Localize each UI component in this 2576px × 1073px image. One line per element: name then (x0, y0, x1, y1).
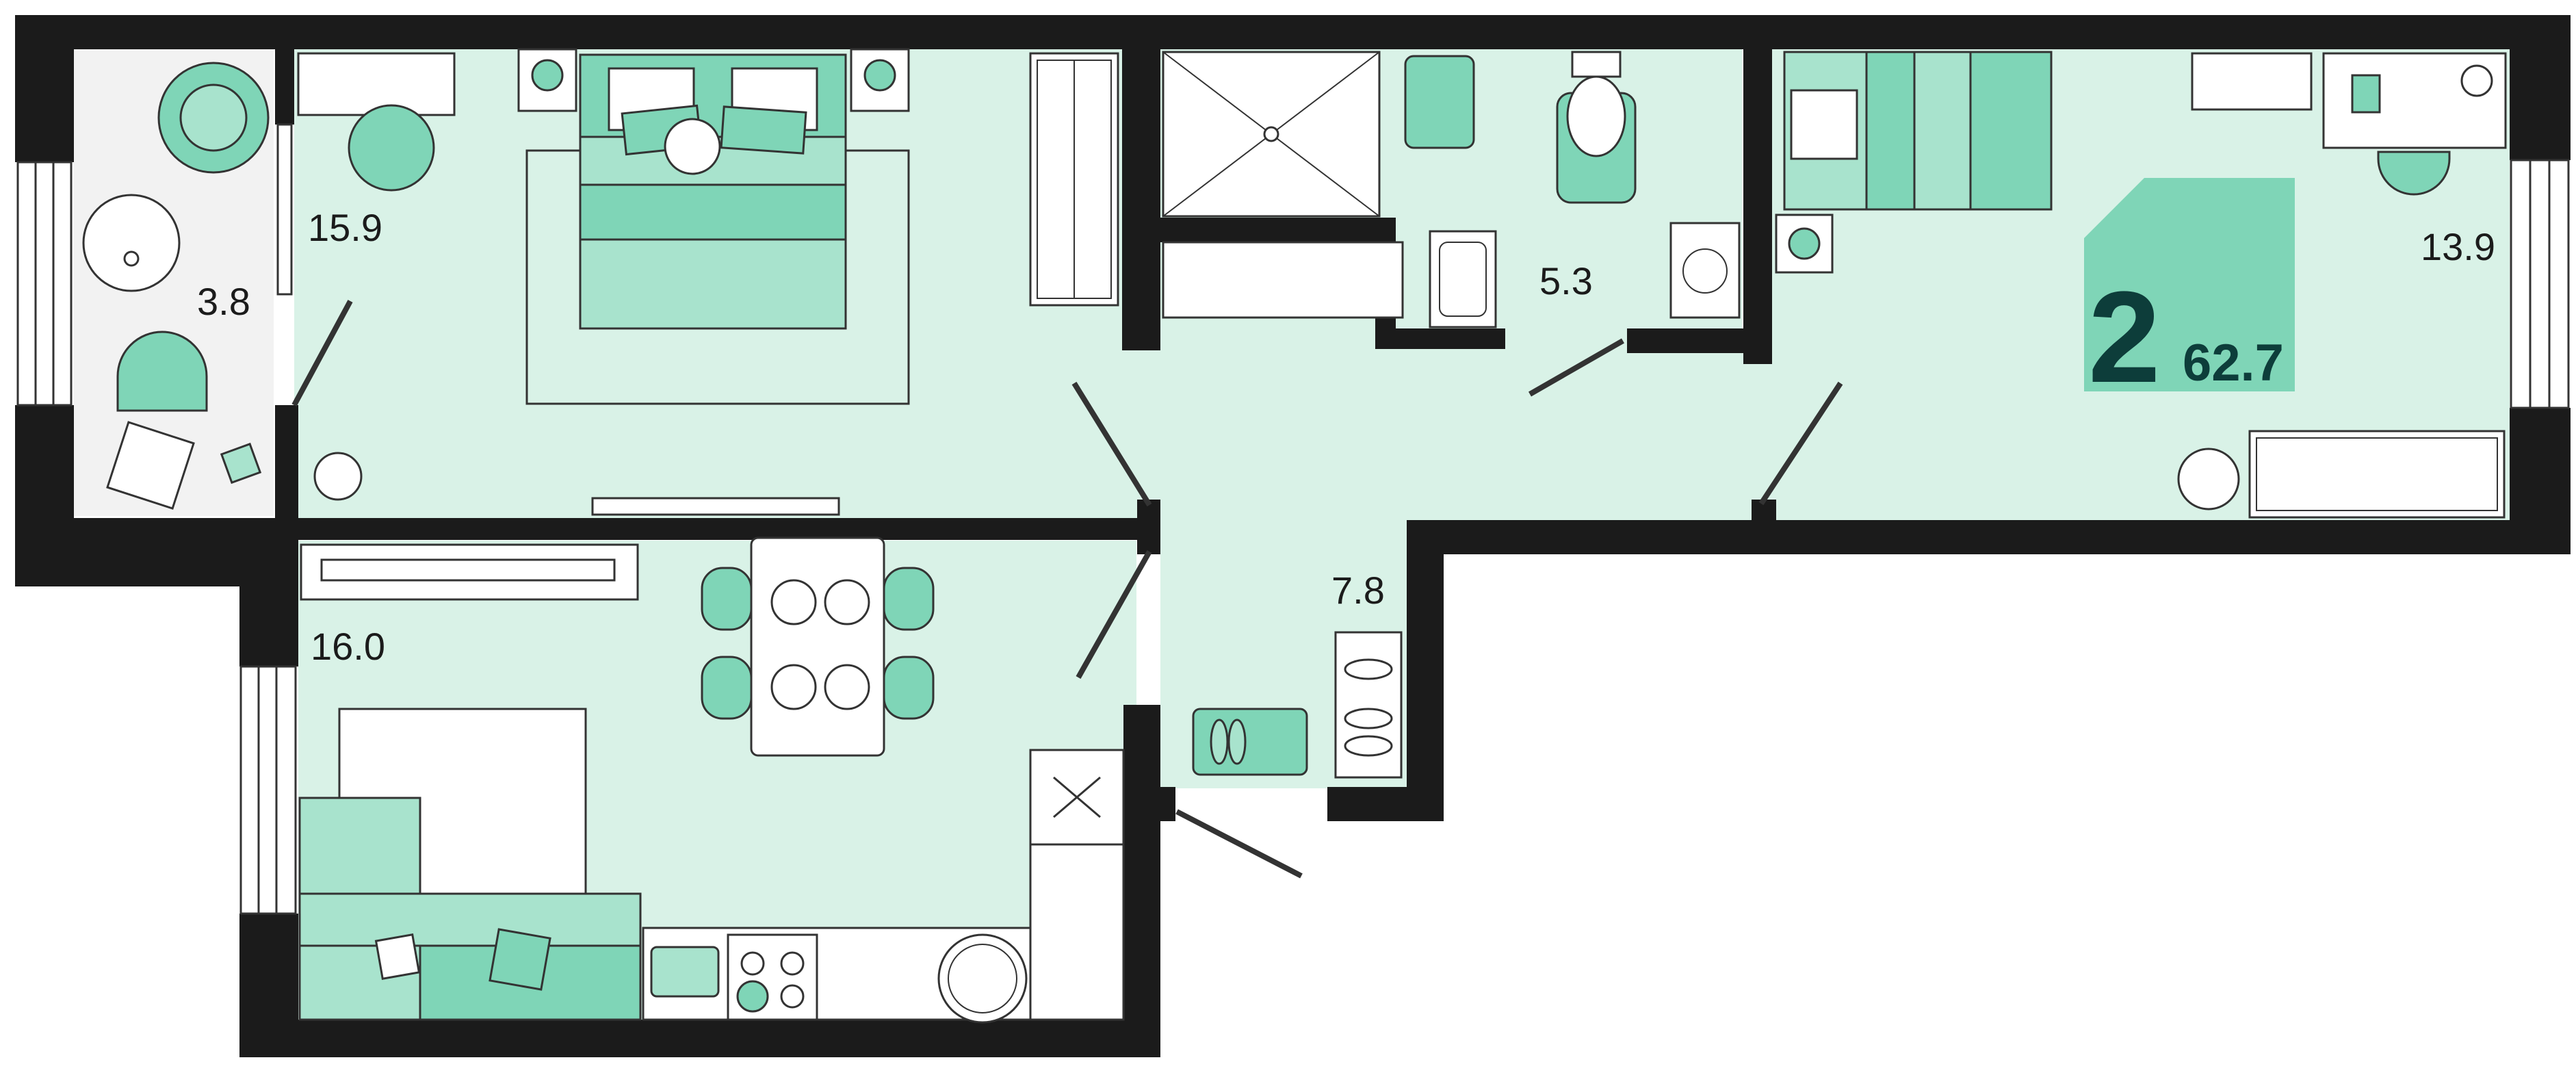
wall-bath-bottom-b (1627, 328, 1764, 353)
slipper-icon (1210, 719, 1229, 765)
pan-icon (736, 980, 769, 1013)
dining-chair (701, 567, 753, 631)
wall-balcony-right-bottom (275, 405, 298, 521)
wall-left-top (15, 15, 74, 162)
bath-mat (1404, 55, 1475, 149)
bookshelf (2191, 52, 2313, 111)
room2-window (2510, 159, 2570, 409)
balcony-chair-bottom (116, 331, 208, 412)
sofa-pillow-right (489, 928, 551, 991)
desk-plant-icon (2460, 64, 2493, 97)
desk-chair (2377, 151, 2451, 196)
wall-bath-inner (1160, 218, 1393, 242)
room2-nightstand (1775, 214, 1834, 274)
badge-total-area: 62.7 (2183, 334, 2284, 392)
book-icon (2351, 74, 2381, 114)
second-room (1758, 51, 2507, 519)
bedroom-stool (348, 104, 435, 192)
wall-hall-bottom-right (1327, 787, 1444, 821)
bedroom-plant-icon (313, 452, 363, 501)
room2-plant-icon (2177, 448, 2240, 510)
wall-room2-right-top (2510, 15, 2571, 160)
wall-top (15, 15, 2571, 49)
wall-hall-right-top (1407, 520, 1776, 554)
wall-living-right-lower (1123, 705, 1160, 1057)
bedroom-radiator (591, 497, 840, 516)
apartment-badge: 2 62.7 (2084, 178, 2295, 410)
wall-balcony-right-top (275, 49, 294, 125)
room2-wardrobe (2248, 430, 2506, 519)
toilet-bowl (1566, 75, 1626, 157)
wall-bath-bottom-a (1375, 328, 1505, 349)
hallway-floor (1136, 328, 1772, 521)
balcony-window (16, 161, 73, 406)
balcony-door-glass (276, 123, 293, 296)
living-window (239, 665, 297, 915)
living-kitchen-area-label: 16.0 (311, 625, 385, 668)
room2-door (1758, 381, 1843, 506)
wall-hall-door-stub (1137, 787, 1175, 821)
cutting-board (650, 946, 720, 998)
balcony (82, 62, 270, 510)
wall-hall-stub (1137, 500, 1160, 554)
bedroom-door (291, 300, 353, 406)
wall-bed-living (275, 518, 1158, 540)
bathroom (1162, 51, 1741, 397)
bath-shelf (1162, 241, 1404, 319)
windows (16, 123, 2570, 915)
balcony-box (106, 421, 195, 510)
bathroom-door (1528, 338, 1624, 397)
entrance-door (1175, 809, 1303, 879)
bathroom-area-label: 5.3 (1539, 259, 1593, 302)
balcony-area-label: 3.8 (197, 280, 250, 323)
bouquet-icon (664, 118, 721, 175)
area-labels: 3.8 15.9 5.3 13.9 7.8 16.0 (197, 206, 2495, 668)
tv-screen (320, 558, 616, 582)
sofa-pillow-left (374, 933, 421, 981)
toilet-tank (1571, 51, 1622, 78)
wall-bath-room2 (1743, 49, 1772, 364)
badge-room-count: 2 (2088, 265, 2161, 410)
badge-background (2084, 178, 2295, 391)
balcony-table (82, 194, 181, 292)
walls (15, 15, 2571, 1057)
hallway (1076, 550, 1403, 879)
wall-living-bottom (239, 1020, 1160, 1057)
hallway-area-label: 7.8 (1331, 569, 1385, 612)
wall-hall-right (1407, 520, 1444, 821)
bedroom-hall-door (1071, 381, 1152, 507)
living-kitchen (298, 536, 1125, 1024)
bedroom-area-label: 15.9 (308, 206, 382, 249)
wall-bed-hall-top (1122, 49, 1160, 350)
bedroom-desk (297, 52, 456, 116)
second-room-area-label: 13.9 (2421, 225, 2495, 268)
sink-icon (937, 933, 1028, 1024)
wall-living-left-top (239, 540, 298, 667)
dining-table (750, 536, 885, 757)
living-door (1076, 550, 1152, 679)
plate-icon (770, 579, 817, 625)
wall-room2-bottom (1772, 520, 2571, 554)
single-bed-pillow (1790, 89, 1858, 160)
bedroom (291, 48, 1152, 516)
